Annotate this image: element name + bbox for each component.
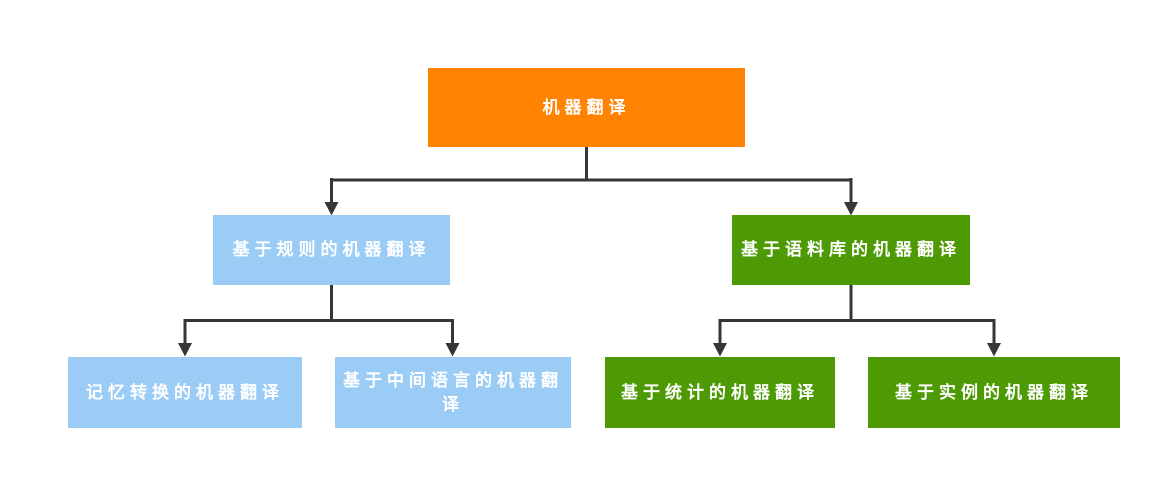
- node-label: 记忆转换的机器翻译: [86, 382, 284, 403]
- node-label: 基于实例的机器翻译: [895, 382, 1093, 403]
- node-statistical-mt: 基于统计的机器翻译: [605, 357, 835, 428]
- connector-rule-to-children: [178, 285, 460, 357]
- arrowhead-icon: [324, 202, 339, 216]
- node-interlingua-mt: 基于中间语言的机器翻译: [335, 357, 571, 428]
- node-corpus-based-mt: 基于语料库的机器翻译: [732, 215, 970, 285]
- node-example-based-mt: 基于实例的机器翻译: [868, 357, 1120, 428]
- node-label: 基于规则的机器翻译: [232, 240, 431, 260]
- node-memory-transfer-mt: 记忆转换的机器翻译: [68, 357, 302, 428]
- node-machine-translation: 机器翻译: [428, 68, 745, 147]
- node-label: 基于语料库的机器翻译: [741, 240, 961, 260]
- arrowhead-icon: [987, 343, 1001, 357]
- arrowhead-icon: [844, 202, 858, 216]
- node-rule-based-mt: 基于规则的机器翻译: [213, 215, 450, 285]
- arrowhead-icon: [178, 343, 192, 357]
- node-label: 基于中间语言的机器翻译: [343, 370, 563, 415]
- connector-corpus-to-children: [713, 285, 1001, 357]
- node-label: 机器翻译: [542, 97, 631, 118]
- node-label: 基于统计的机器翻译: [621, 382, 819, 403]
- arrowhead-icon: [713, 343, 727, 357]
- connector-root-to-level2: [324, 147, 858, 216]
- arrowhead-icon: [445, 343, 460, 357]
